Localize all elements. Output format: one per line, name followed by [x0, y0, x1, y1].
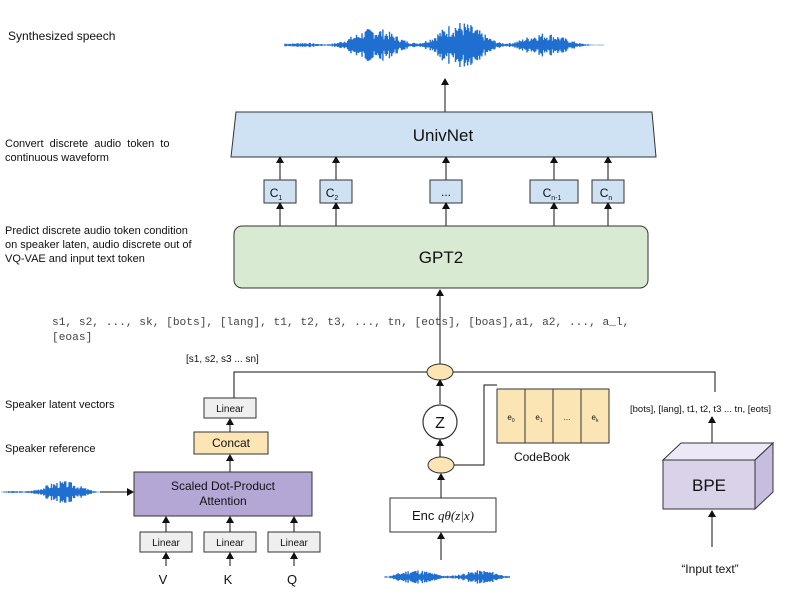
codebook-label: CodeBook [514, 450, 571, 464]
encoder-formula: qθ(z|x) [438, 508, 474, 523]
codebook-cell-0-sub: 0 [512, 418, 515, 424]
codebook-cell-3-sub: k [596, 418, 599, 424]
codebook-connector [454, 384, 497, 466]
quantize-circle [427, 456, 455, 474]
text-tokens-label: [bots], [lang], t1, t2, t3 ... tn, [eots… [630, 404, 771, 415]
input-audio-waveform [384, 570, 510, 584]
encoder-prefix: Enc [412, 508, 438, 523]
attention-label-line1: Scaled Dot-Product [171, 479, 276, 493]
text-tokens-connector [453, 371, 716, 392]
code-tokens: C1 C2 ... Cn-1 Cn [263, 156, 625, 204]
code-token-c2-main: C [326, 186, 335, 200]
codebook: e0 e1 ... ek [496, 388, 610, 444]
linear-k-label: Linear [216, 538, 244, 549]
speaker-sequence-label: [s1, s2, s3 ... sn] [186, 354, 259, 365]
predict-label-line3: VQ-VAE and input text token [5, 253, 145, 265]
code-token-cn-sub: n [608, 195, 612, 202]
synthesized-waveform [284, 23, 605, 67]
svg-text:Cn-1: Cn-1 [543, 186, 562, 202]
linear-v-label: Linear [152, 538, 180, 549]
codebook-cell-2 [552, 388, 582, 444]
encoder-block [389, 497, 497, 533]
attention-label-line2: Attention [199, 494, 246, 508]
speaker-reference-label: Speaker reference [5, 443, 96, 455]
merge-circle [426, 363, 454, 381]
svg-text:ek: ek [592, 413, 599, 424]
q-label: Q [287, 572, 297, 587]
svg-text:e0: e0 [507, 413, 514, 424]
speaker-latent-connector [233, 371, 427, 398]
bpe-label: BPE [692, 476, 726, 495]
linear-q-label: Linear [280, 538, 308, 549]
codebook-cell-1 [524, 388, 554, 444]
codebook-cell-1-sub: 1 [540, 418, 543, 424]
codebook-cell-2-label: ... [564, 413, 571, 422]
k-label: K [224, 572, 233, 587]
codebook-cell-1-main: e [535, 413, 540, 422]
speaker-latent-label: Speaker latent vectors [5, 399, 115, 411]
codebook-cell-3-main: e [592, 413, 597, 422]
code-token-cn1-sub: n-1 [551, 195, 561, 202]
predict-label-line2: on speaker laten, audio discrete out of [5, 239, 192, 251]
speaker-reference-waveform [1, 481, 101, 503]
convert-label-line2: continuous waveform [5, 152, 109, 164]
svg-text:Enc qθ(z|x): Enc qθ(z|x) [412, 508, 474, 523]
svg-text:Cn: Cn [600, 186, 613, 202]
convert-label-line1: Convert discrete audio token to [5, 138, 169, 150]
synthesized-speech-label: Synthesized speech [8, 29, 115, 43]
univnet-label: UnivNet [413, 126, 474, 145]
svg-text:C1: C1 [270, 186, 283, 202]
gpt2-block [233, 225, 649, 289]
predict-label-line1: Predict discrete audio token condition [5, 225, 188, 237]
token-sequence-line1: s1, s2, ..., sk, [bots], [lang], t1, t2,… [52, 317, 629, 329]
code-token-c1-sub: 1 [278, 195, 282, 202]
univnet-block [230, 111, 657, 158]
z-label: Z [435, 415, 445, 432]
input-text-label: “Input text” [681, 562, 738, 576]
code-token-ellipsis-label: ... [441, 185, 451, 199]
token-sequence-line2: [eoas] [52, 332, 92, 344]
svg-text:C2: C2 [326, 186, 339, 202]
code-token-cn1-main: C [543, 186, 552, 200]
attention-block [133, 471, 313, 517]
v-label: V [159, 572, 168, 587]
codebook-cell-0 [496, 388, 526, 444]
codebook-cell-0-main: e [507, 413, 512, 422]
codebook-cell-3 [580, 388, 610, 444]
svg-text:e1: e1 [535, 413, 542, 424]
gpt2-label: GPT2 [419, 248, 463, 267]
code-token-c2-sub: 2 [334, 195, 338, 202]
code-token-c1-main: C [270, 186, 279, 200]
linear-top-label: Linear [216, 404, 244, 415]
bpe-block [661, 441, 775, 511]
concat-label: Concat [212, 436, 251, 450]
code-token-cn-main: C [600, 186, 609, 200]
